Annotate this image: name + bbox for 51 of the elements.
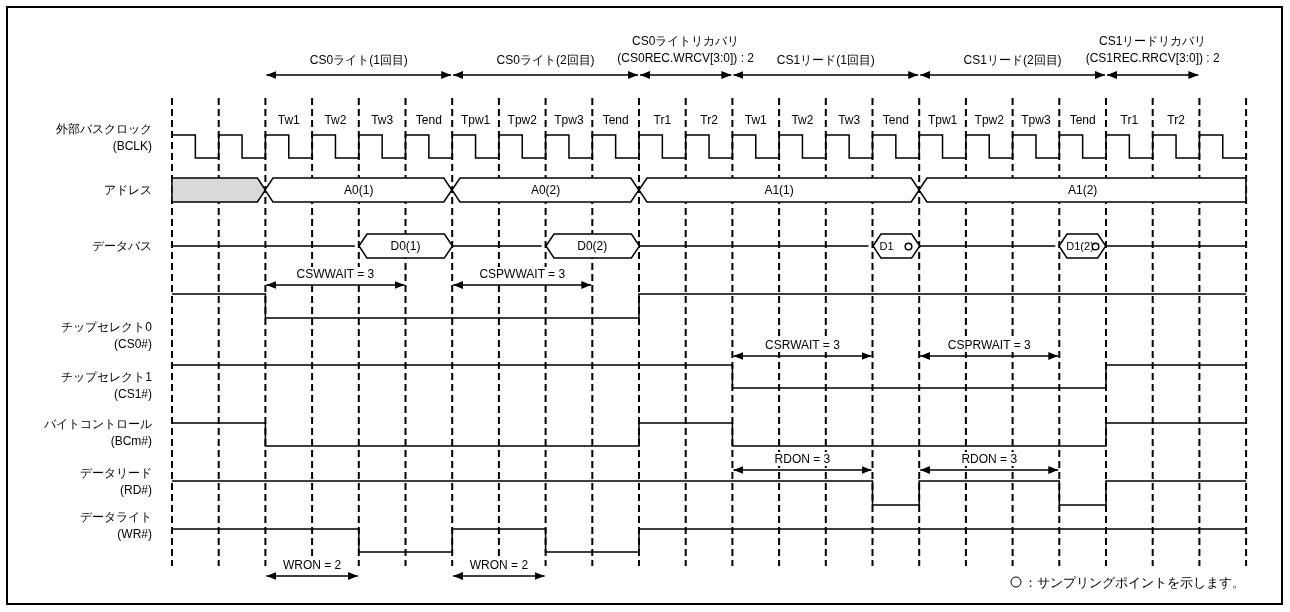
bus-value-hexagon	[545, 234, 639, 258]
invalid-address-region	[171, 177, 267, 203]
phase-label: CS0ライトリカバリ (CS0REC.WRCV[3:0]) : 2	[617, 33, 755, 67]
signal-name: バイトコントロール (BCm#)	[44, 416, 152, 450]
signal-name: データリード (RD#)	[80, 465, 152, 499]
cycle-label: Tpw1	[927, 111, 958, 129]
cycle-label: Tr1	[653, 111, 672, 129]
bus-value-label: A0(2)	[530, 183, 561, 197]
cycle-label: Tw2	[791, 111, 814, 129]
bus-value-hexagon	[452, 178, 639, 202]
bus-value-label: A1(2)	[1067, 183, 1098, 197]
legend-text: ：サンプリングポイントを示します。	[1024, 573, 1245, 591]
bus-value-hexagon	[265, 178, 453, 202]
cycle-label: Tw1	[277, 111, 300, 129]
phase-label: CS0ライト(2回目)	[496, 51, 595, 69]
bus-value-label: D0(2)	[577, 239, 608, 253]
bus-value-hexagon	[1059, 234, 1106, 258]
cycle-label: Tpw2	[974, 111, 1004, 129]
cycle-label: Tpw3	[1021, 111, 1051, 129]
signal-name: データバス	[92, 237, 152, 255]
cycle-label: Tw3	[838, 111, 861, 129]
signal-name: チップセレクト0 (CS0#)	[61, 319, 152, 353]
cycle-label: Tpw3	[554, 111, 584, 129]
cycle-label: Tr1	[1120, 111, 1139, 129]
bus-value-hexagon	[358, 234, 453, 258]
dimension-label: CSRWAIT = 3	[762, 338, 843, 352]
phase-label: CS1リード(2回目)	[963, 51, 1062, 69]
cycle-label: Tend	[1069, 111, 1096, 129]
signal-name: データライト (WR#)	[80, 509, 152, 543]
bus-value-label: A0(1)	[344, 183, 374, 197]
cycle-label: Tpw2	[507, 111, 537, 129]
signal-name: 外部バスクロック (BCLK)	[56, 121, 152, 155]
bus-value-label: D0(1)	[390, 239, 421, 253]
cycle-label: Tpw1	[460, 111, 491, 129]
bus-value-hexagon	[872, 234, 920, 258]
signal-name: アドレス	[104, 181, 152, 199]
signal-name: チップセレクト1 (CS1#)	[61, 369, 152, 403]
phase-label: CS0ライト(1回目)	[309, 51, 408, 69]
phase-label: CS1リードリカバリ (CS1REC.RRCV[3:0]) : 2	[1085, 33, 1220, 67]
cycle-label: Tw3	[371, 111, 394, 129]
phase-label: CS1リード(1回目)	[776, 51, 875, 69]
cycle-label: Tr2	[700, 111, 718, 129]
cycle-label: Tr2	[1167, 111, 1185, 129]
cycle-label: Tend	[602, 111, 629, 129]
cycle-label: Tw2	[324, 111, 347, 129]
bus-value-hexagon	[639, 178, 920, 202]
cycle-label: Tend	[882, 111, 909, 129]
cycle-label: Tend	[415, 111, 442, 129]
cycle-label: Tw1	[744, 111, 767, 129]
bus-value-label: A1(1)	[764, 183, 794, 197]
bus-value-label: D1	[879, 240, 894, 252]
